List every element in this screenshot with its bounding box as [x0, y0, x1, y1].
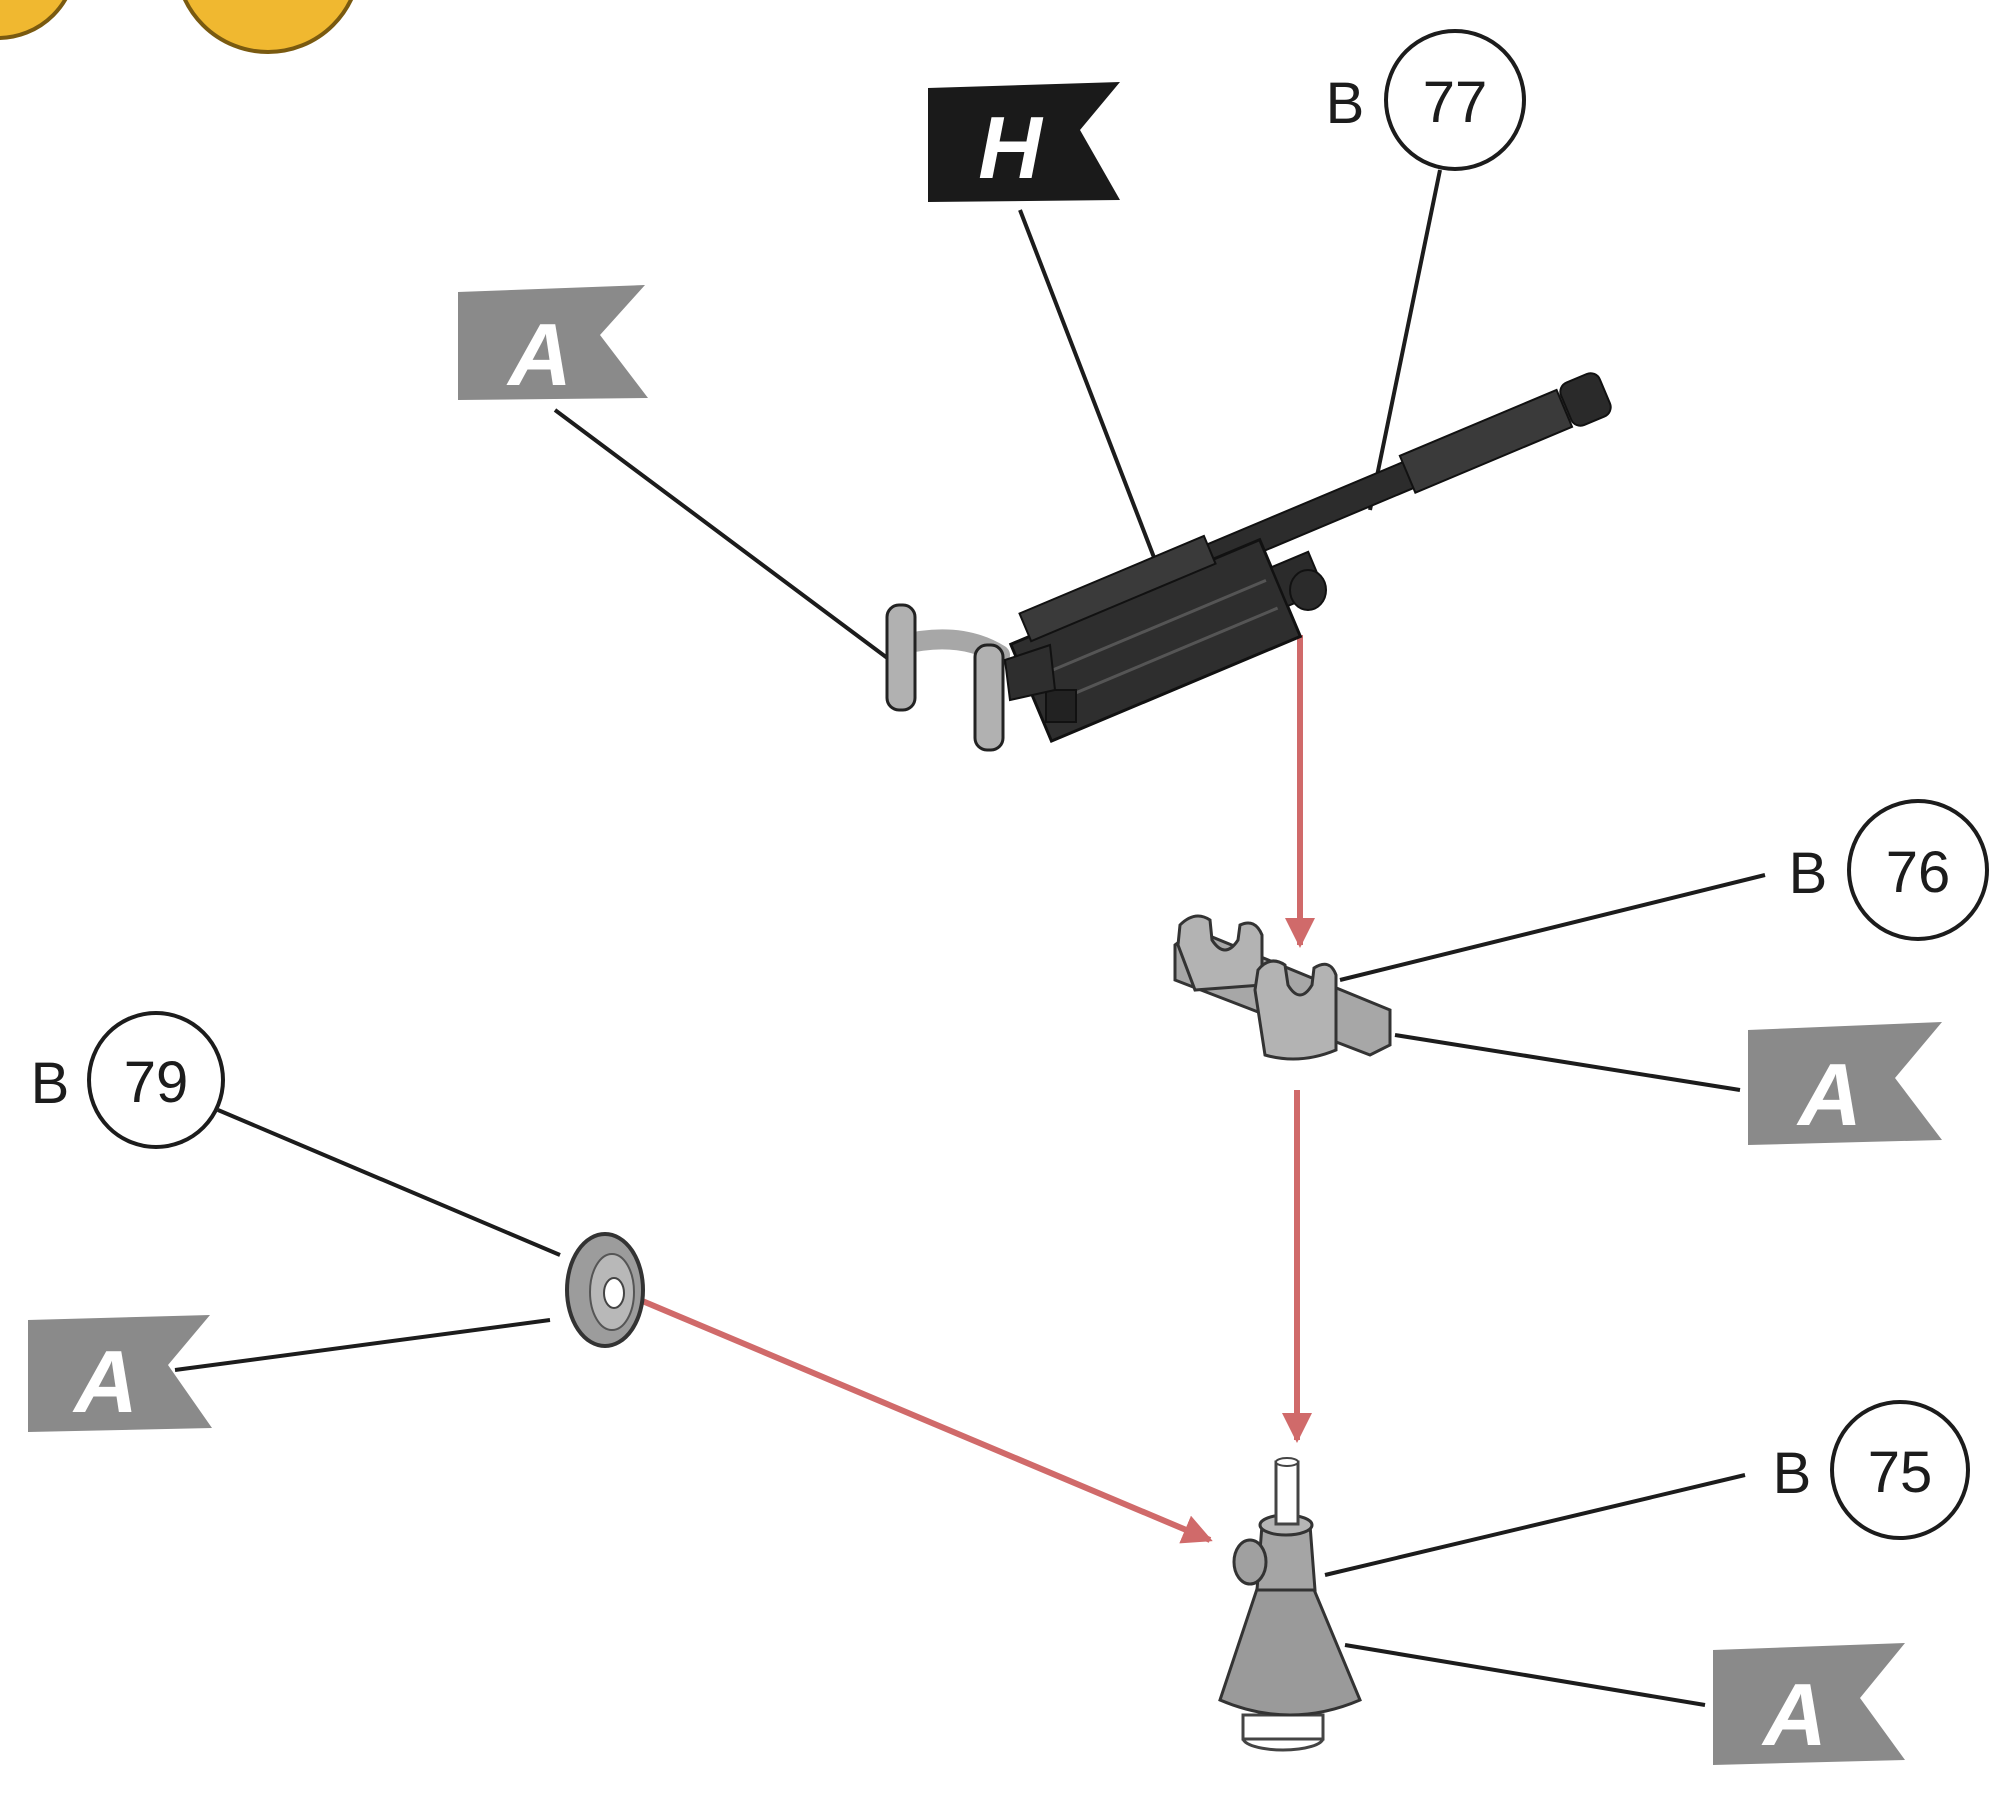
leader-line-b75 — [1324, 1473, 1746, 1577]
corner-decoration — [0, 0, 354, 54]
leader-line-h — [1018, 209, 1157, 561]
part-b79-number: 79 — [124, 1050, 189, 1115]
part-b77-number: 77 — [1423, 70, 1488, 135]
part-b75-sprue: B — [1773, 1441, 1812, 1506]
part-b77-sprue: B — [1326, 71, 1365, 136]
flag-a2: A — [1748, 1022, 1942, 1145]
leader-line-a3 — [174, 1318, 551, 1372]
part-callout-b77: B 77 — [1326, 29, 1526, 171]
cradle-part — [1173, 914, 1392, 1061]
part-callout-b79: B 79 — [31, 1011, 225, 1149]
flag-h: H — [928, 82, 1120, 202]
flag-a4: A — [1713, 1643, 1905, 1765]
leader-line-b79 — [217, 1108, 561, 1257]
pintle-mount-part — [1218, 1457, 1362, 1752]
machine-gun-part — [885, 372, 1612, 752]
leader-line-b76 — [1339, 873, 1766, 982]
leader-line-b77 — [1368, 169, 1442, 511]
leader-lines — [174, 169, 1766, 1707]
part-callout-b76: B 76 — [1789, 799, 1989, 941]
flag-a1-letter: A — [506, 305, 572, 404]
leader-line-a1 — [553, 408, 892, 662]
washer-part — [565, 1232, 645, 1348]
part-b75-number: 75 — [1868, 1440, 1933, 1505]
flag-a3-letter: A — [72, 1332, 138, 1431]
leader-line-a2 — [1394, 1033, 1741, 1092]
flag-a2-letter: A — [1796, 1045, 1862, 1144]
flag-a3: A — [28, 1315, 212, 1432]
part-b76-sprue: B — [1789, 841, 1828, 906]
assembly-arrows — [638, 635, 1315, 1544]
part-callout-b75: B 75 — [1773, 1400, 1970, 1540]
part-b76-number: 76 — [1886, 840, 1951, 905]
part-b79-sprue: B — [31, 1051, 70, 1116]
flag-h-letter: H — [978, 98, 1044, 197]
flag-a4-letter: A — [1761, 1665, 1827, 1764]
flag-a1: A — [458, 285, 648, 404]
arrow-washer-to-mount — [638, 1297, 1213, 1544]
leader-line-a4 — [1344, 1643, 1706, 1707]
